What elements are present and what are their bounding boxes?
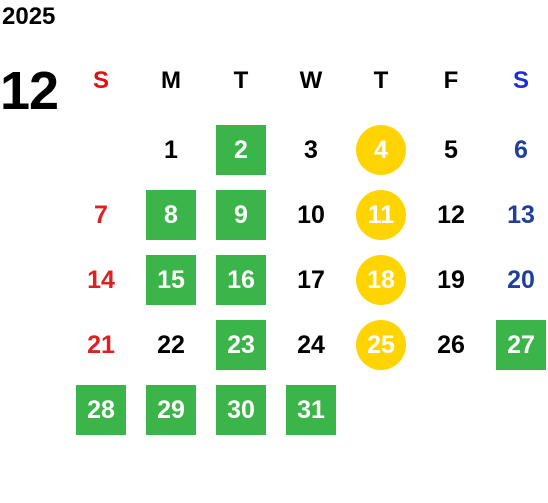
weekday-label: S xyxy=(92,67,109,94)
day-cell[interactable]: 7 xyxy=(94,200,108,229)
day-cell[interactable]: 29 xyxy=(146,385,196,435)
weekday-label: T xyxy=(373,67,389,94)
weekday-label: W xyxy=(299,67,323,94)
day-cell[interactable]: 18 xyxy=(356,255,406,305)
day-cell[interactable]: 4 xyxy=(356,125,406,175)
day-cell[interactable]: 5 xyxy=(444,135,458,164)
weekday-label: F xyxy=(443,67,459,94)
day-cell[interactable]: 31 xyxy=(286,385,336,435)
day-cell[interactable]: 9 xyxy=(216,190,266,240)
day-cell[interactable]: 27 xyxy=(496,320,546,370)
day-cell[interactable]: 2 xyxy=(216,125,266,175)
day-cell[interactable]: 8 xyxy=(146,190,196,240)
day-cell[interactable]: 20 xyxy=(507,265,535,294)
day-cell[interactable]: 11 xyxy=(356,190,406,240)
day-cell[interactable]: 10 xyxy=(297,200,325,229)
day-cell[interactable]: 12 xyxy=(437,200,465,229)
day-cell[interactable]: 16 xyxy=(216,255,266,305)
year-label: 2025 xyxy=(2,3,56,30)
day-cell[interactable]: 26 xyxy=(437,330,465,359)
day-cell[interactable]: 3 xyxy=(304,135,318,164)
day-cell[interactable]: 6 xyxy=(514,135,528,164)
weekday-label: M xyxy=(161,67,181,94)
day-cell[interactable]: 19 xyxy=(437,265,465,294)
day-cell[interactable]: 28 xyxy=(76,385,126,435)
day-cell[interactable]: 30 xyxy=(216,385,266,435)
weekday-label: T xyxy=(233,67,249,94)
day-cell[interactable]: 1 xyxy=(164,135,178,164)
day-cell[interactable]: 14 xyxy=(87,265,115,294)
weekday-label: S xyxy=(512,67,529,94)
day-cell[interactable]: 13 xyxy=(507,200,535,229)
month-number: 12 xyxy=(0,61,59,121)
day-cell[interactable]: 21 xyxy=(87,330,115,359)
day-cell[interactable]: 24 xyxy=(297,330,325,359)
day-cell[interactable]: 25 xyxy=(356,320,406,370)
day-cell[interactable]: 22 xyxy=(157,330,185,359)
day-cell[interactable]: 17 xyxy=(297,265,325,294)
day-cell[interactable]: 23 xyxy=(216,320,266,370)
day-cell[interactable]: 15 xyxy=(146,255,196,305)
